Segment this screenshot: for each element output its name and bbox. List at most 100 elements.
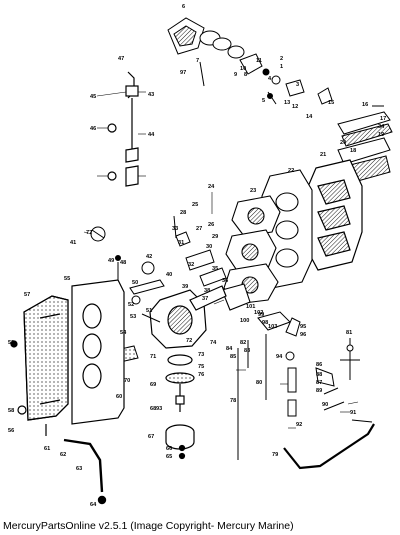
callout-32: 32: [188, 262, 194, 268]
callout-45: 45: [90, 94, 96, 100]
callout-38: 38: [204, 288, 210, 294]
callout-67: 67: [148, 434, 154, 440]
callout-11: 11: [256, 58, 262, 64]
callout-70: 70: [124, 378, 130, 384]
callout-42: 42: [146, 254, 152, 260]
part-callouts: 6 2 1 11 10 9 8 4 7 97 3 5 13 12 14 15 1…: [8, 4, 386, 508]
callout-54: 54: [120, 330, 127, 336]
callout-64: 64: [90, 502, 97, 508]
callout-31: 31: [178, 240, 184, 246]
callout-14: 14: [306, 114, 313, 120]
callout-26: 26: [208, 222, 214, 228]
callout-101: 101: [246, 304, 255, 310]
callout-68: 68: [150, 406, 156, 412]
callout-87: 87: [316, 380, 322, 386]
callout-10: 10: [240, 66, 246, 72]
callout-16: 16: [362, 102, 368, 108]
callout-102: 102: [254, 310, 263, 316]
cover-plates: [10, 279, 125, 436]
callout-80: 80: [256, 380, 262, 386]
callout-72: 72: [186, 338, 192, 344]
callout-63: 63: [76, 466, 82, 472]
leader-lines: [83, 91, 359, 429]
callout-27: 27: [196, 226, 202, 232]
callout-62: 62: [60, 452, 66, 458]
callout-52: 52: [128, 302, 134, 308]
intake-manifold-plate: [303, 159, 363, 271]
callout-44: 44: [148, 132, 155, 138]
callout-28: 28: [180, 210, 186, 216]
callout-12: 12: [292, 104, 298, 110]
callout-1: 1: [280, 64, 283, 70]
callout-41: 41: [70, 240, 76, 246]
callout-65: 65: [166, 454, 172, 460]
callout-86: 86: [316, 362, 322, 368]
callout-53: 53: [130, 314, 136, 320]
callout-100: 100: [240, 318, 249, 324]
callout-73: 73: [198, 352, 204, 358]
callout-50: 50: [132, 280, 138, 286]
callout-23: 23: [250, 188, 256, 194]
callout-37: 37: [202, 296, 208, 302]
bottom-hose: [63, 438, 107, 505]
callout-49: 49: [108, 258, 114, 264]
callout-8: 8: [244, 72, 247, 78]
callout-78: 78: [230, 398, 236, 404]
callout-85: 85: [230, 354, 236, 360]
callout-7: 7: [196, 58, 199, 64]
callout-35: 35: [212, 266, 218, 272]
callout-15: 15: [328, 100, 334, 106]
callout-33: 33: [172, 226, 178, 232]
callout-40: 40: [166, 272, 172, 278]
callout-21: 21: [320, 152, 326, 158]
callout-3: 3: [296, 82, 299, 88]
callout-29: 29: [212, 234, 218, 240]
callout-2: 2: [280, 56, 283, 62]
callout-51: 51: [146, 308, 152, 314]
callout-69: 69: [150, 382, 156, 388]
callout-98: 98: [262, 320, 268, 326]
callout-66: 66: [166, 446, 172, 452]
callout-91: 91: [350, 410, 356, 416]
callout-83: 83: [244, 348, 250, 354]
callout-94: 94: [276, 354, 283, 360]
callout-92: 92: [296, 422, 302, 428]
callout-55: 55: [64, 276, 70, 282]
callout-9: 9: [234, 72, 237, 78]
callout-46: 46: [90, 126, 96, 132]
callout-61: 61: [44, 446, 50, 452]
callout-24: 24: [208, 184, 215, 190]
callout-57: 57: [24, 292, 30, 298]
callout-19: 19: [378, 132, 384, 138]
callout-103: 103: [268, 324, 277, 330]
callout-48: 48: [120, 260, 126, 266]
callout-82: 82: [240, 340, 246, 346]
callout-17: 17: [380, 116, 386, 122]
callout-25: 25: [192, 202, 198, 208]
callout-84: 84: [226, 346, 233, 352]
callout-20: 20: [340, 140, 346, 146]
callout-93: 93: [156, 406, 162, 412]
callout-47: 47: [118, 56, 124, 62]
callout-97: 97: [180, 70, 186, 76]
callout-77: 77: [86, 230, 92, 236]
fuel-fittings: [237, 311, 375, 470]
callout-89: 89: [316, 388, 322, 394]
callout-39: 39: [182, 284, 188, 290]
callout-76: 76: [198, 372, 204, 378]
callout-88: 88: [316, 372, 322, 378]
manifold-gasket: [261, 169, 313, 289]
callout-5: 5: [262, 98, 265, 104]
callout-36: 36: [222, 278, 228, 284]
callout-59: 59: [8, 340, 14, 346]
callout-95: 95: [300, 324, 306, 330]
exploded-parts-diagram: 6 2 1 11 10 9 8 4 7 97 3 5 13 12 14 15 1…: [8, 4, 393, 508]
callout-6: 6: [182, 4, 185, 10]
callout-18: 18: [350, 148, 356, 154]
callout-58: 58: [8, 408, 14, 414]
fuel-pump-assembly: [167, 17, 333, 105]
callout-96: 96: [300, 332, 306, 338]
callout-74: 74: [210, 340, 217, 346]
callout-30: 30: [206, 244, 212, 250]
callout-60: 60: [116, 394, 122, 400]
